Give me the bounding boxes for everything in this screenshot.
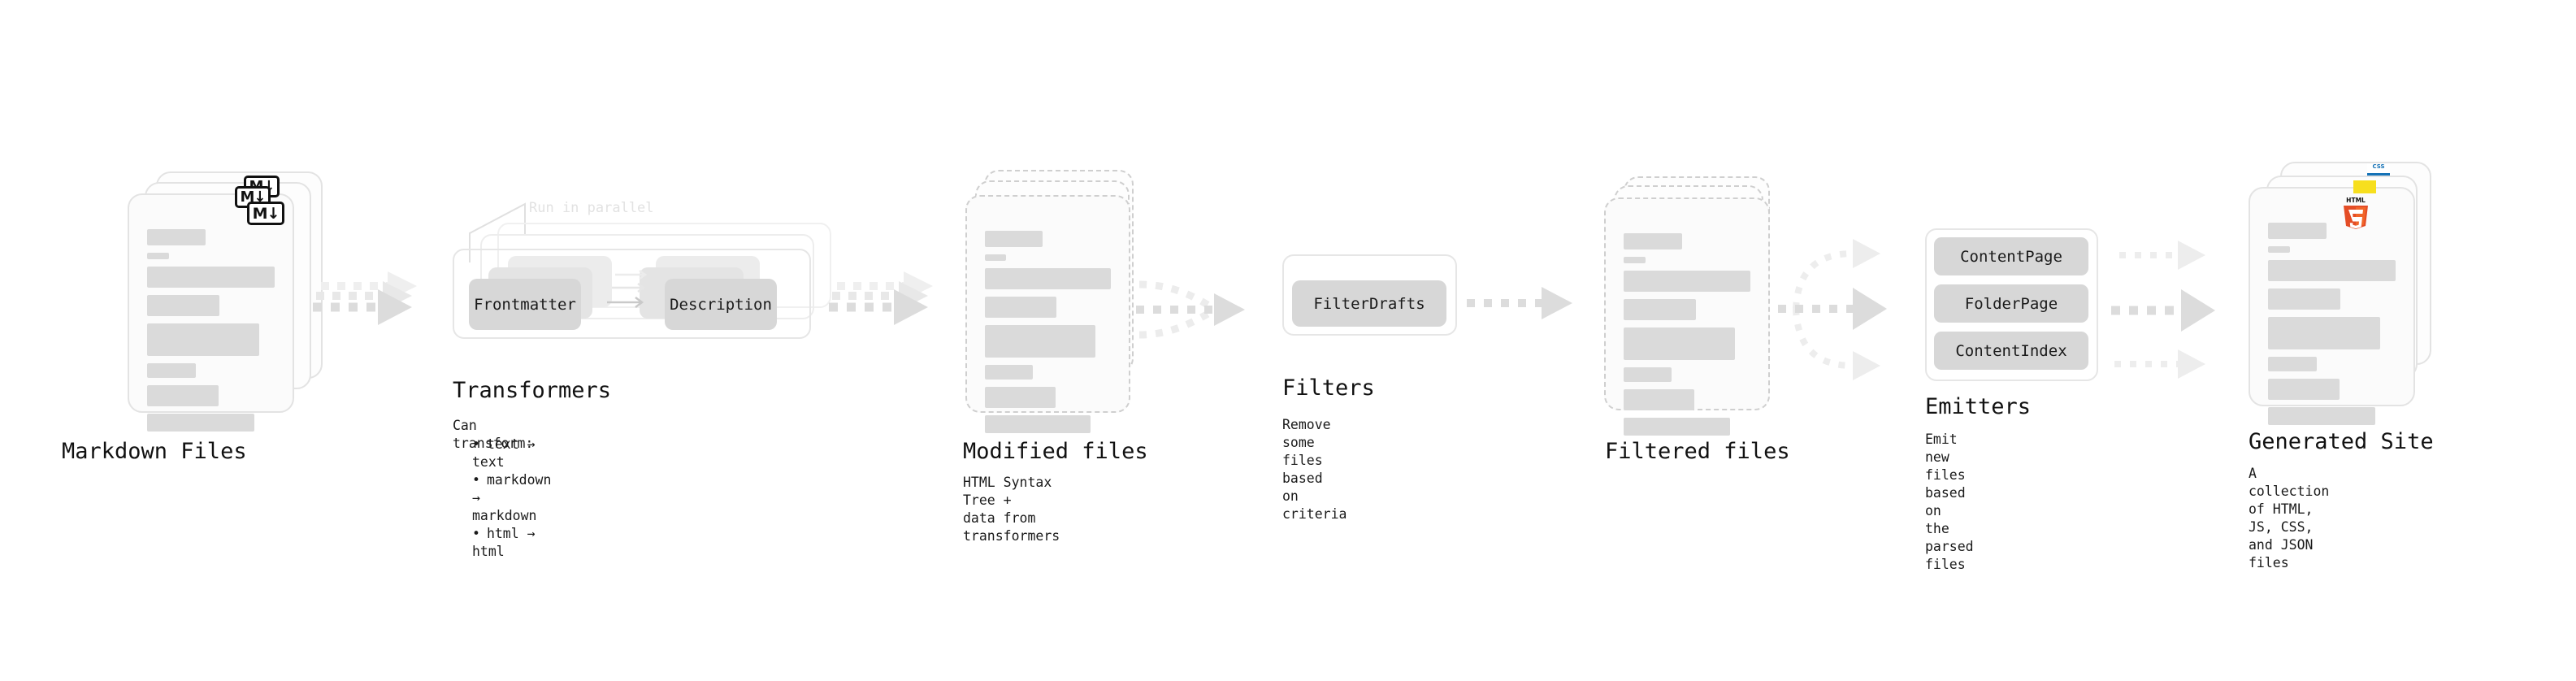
skeleton-bar <box>1624 299 1696 320</box>
html5-icon: HTML <box>2340 195 2371 229</box>
run-in-parallel-bracket <box>469 202 526 262</box>
skeleton-bar <box>147 414 254 432</box>
transformer-card-mid <box>480 234 814 319</box>
svg-text:HTML: HTML <box>2346 197 2366 204</box>
skeleton-bar <box>147 253 169 259</box>
skeleton-bars <box>1624 233 1750 443</box>
skeleton-bar <box>1624 233 1682 249</box>
skeleton-bars <box>147 229 275 439</box>
skeleton-bar <box>985 325 1096 358</box>
skeleton-bar <box>147 385 219 406</box>
skeleton-bar <box>985 268 1111 289</box>
emitter-chip-contentindex[interactable]: ContentIndex <box>1934 332 2088 370</box>
arrowhead-bottom <box>1853 351 1880 380</box>
transformer-card-front <box>453 249 811 339</box>
skeleton-bar <box>985 231 1043 247</box>
skeleton-bar <box>985 365 1033 380</box>
site-file-card-front <box>2249 187 2415 425</box>
skeleton-bar <box>147 267 275 288</box>
emitters-title: Emitters <box>1925 394 2032 419</box>
transform-item: markdown → markdown <box>472 471 551 525</box>
modified-files-title: Modified files <box>963 439 1148 464</box>
skeleton-bar <box>2268 260 2396 281</box>
transformer-chip-description[interactable]: Description <box>665 279 777 330</box>
arrowhead-top <box>1853 239 1880 268</box>
markdown-files-title: Markdown Files <box>62 439 247 464</box>
arrow-transformers-to-modified <box>829 271 933 325</box>
skeleton-bars <box>985 231 1111 440</box>
skeleton-bar <box>2268 407 2375 425</box>
skeleton-bar <box>985 254 1007 261</box>
transform-item: text → text <box>472 436 551 471</box>
skeleton-bar <box>147 323 260 356</box>
transformer-chip-frontmatter[interactable]: Frontmatter <box>469 279 581 330</box>
skeleton-bar <box>1624 271 1750 292</box>
skeleton-bar <box>985 297 1057 318</box>
run-in-parallel-label: Run in parallel <box>529 200 654 216</box>
arrow-emitters-to-site <box>2111 241 2215 379</box>
skeleton-bar <box>2268 223 2327 239</box>
modified-file-card-front <box>965 195 1130 433</box>
skeleton-bar <box>2268 246 2290 253</box>
filtered-file-card-front <box>1604 197 1770 436</box>
skeleton-bar <box>1624 367 1672 382</box>
transformers-title: Transformers <box>453 378 612 403</box>
skeleton-bar <box>985 415 1091 433</box>
css3-icon: CSS <box>2367 163 2390 176</box>
skeleton-bar <box>1624 418 1731 436</box>
filters-subtitle: Remove some files based on criteria <box>1282 417 1347 522</box>
transformers-transform-list: text → text markdown → markdown html → h… <box>458 436 551 561</box>
markdown-icon-front: M↓ <box>247 202 284 225</box>
skeleton-bars <box>2268 223 2396 432</box>
skeleton-bar <box>147 363 196 378</box>
skeleton-bar <box>2268 379 2340 400</box>
filter-chip-filterdrafts[interactable]: FilterDrafts <box>1292 280 1446 327</box>
skeleton-bar <box>1624 389 1695 410</box>
arrow-filtered-to-emitters <box>1778 239 1887 380</box>
skeleton-bar <box>985 387 1056 408</box>
generated-site-title: Generated Site <box>2249 429 2434 454</box>
arrow-markdown-to-transformers <box>313 271 417 325</box>
filtered-files-title: Filtered files <box>1605 439 1790 464</box>
javascript-icon <box>2353 180 2376 193</box>
filters-title: Filters <box>1282 375 1375 401</box>
transform-item: html → html <box>472 525 551 561</box>
skeleton-bar <box>1624 257 1646 263</box>
skeleton-bar <box>147 229 206 245</box>
arrow-filters-to-filtered <box>1467 287 1572 319</box>
skeleton-bar <box>2268 288 2341 310</box>
emitter-chip-folderpage[interactable]: FolderPage <box>1934 284 2088 323</box>
markdown-file-card-front <box>128 193 294 432</box>
skeleton-bar <box>2268 357 2317 371</box>
generated-site-subtitle: A collection of HTML, JS, CSS, and JSON … <box>2249 466 2330 570</box>
skeleton-bar <box>147 295 220 316</box>
emitter-chip-contentpage[interactable]: ContentPage <box>1934 237 2088 275</box>
emitters-subtitle: Emit new files based on the parsed files <box>1925 432 1974 572</box>
skeleton-bar <box>2268 317 2381 349</box>
arrow-modified-to-filters <box>1136 280 1245 339</box>
transformer-internal-arrows <box>607 269 648 308</box>
modified-files-subtitle: HTML Syntax Tree + data from transformer… <box>963 475 1060 544</box>
skeleton-bar <box>1624 327 1736 360</box>
